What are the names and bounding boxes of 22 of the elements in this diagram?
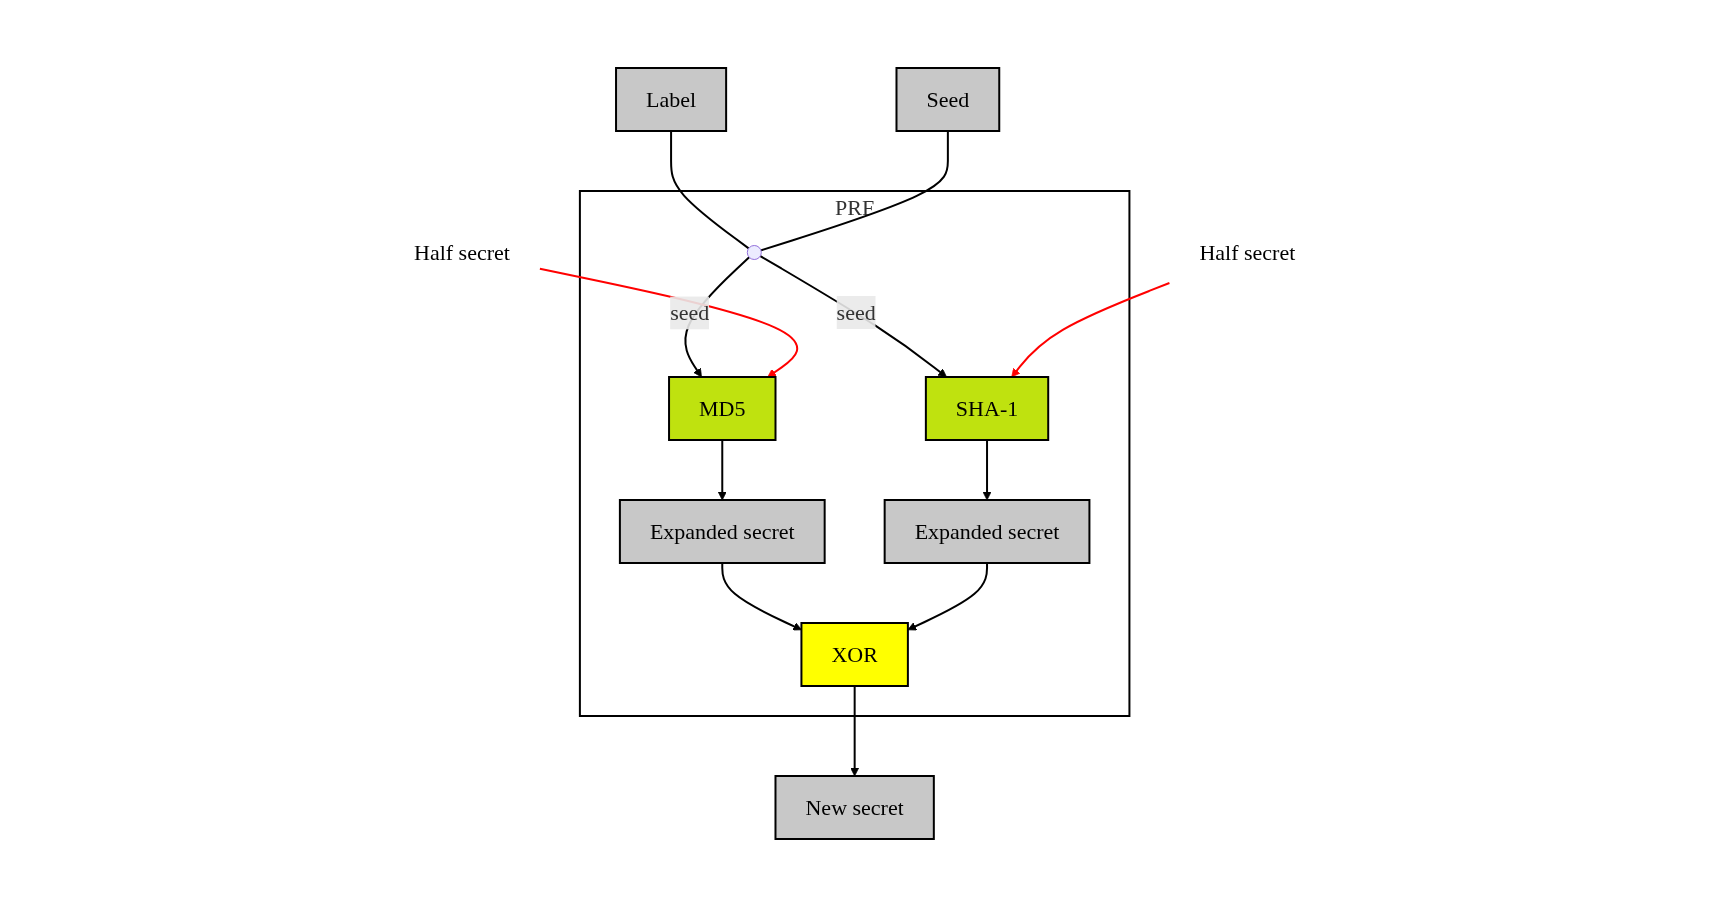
- node-box: XOR: [800, 621, 909, 687]
- arrow: [850, 684, 859, 776]
- node-box: Label: [614, 66, 727, 132]
- arrow: [982, 438, 992, 500]
- node-box: New secret: [774, 774, 935, 840]
- arrow: [717, 438, 727, 500]
- node-box: Expanded secret: [883, 498, 1091, 564]
- arrow: [759, 254, 947, 377]
- node-box: Seed: [895, 66, 1001, 132]
- arrow: [907, 561, 988, 630]
- node-box: MD5: [667, 375, 777, 441]
- edge-label: seed: [836, 299, 876, 325]
- node-text: Half secret: [1199, 239, 1296, 265]
- connector: [669, 129, 750, 249]
- arrow: [1011, 281, 1171, 377]
- edge-label: seed: [669, 299, 710, 325]
- node-box: SHA-1: [924, 375, 1050, 441]
- arrow: [721, 561, 802, 630]
- node-box: Expanded secret: [618, 498, 826, 564]
- connector: [759, 129, 949, 251]
- node-text: Half secret: [413, 239, 510, 265]
- node-circle: [746, 244, 762, 260]
